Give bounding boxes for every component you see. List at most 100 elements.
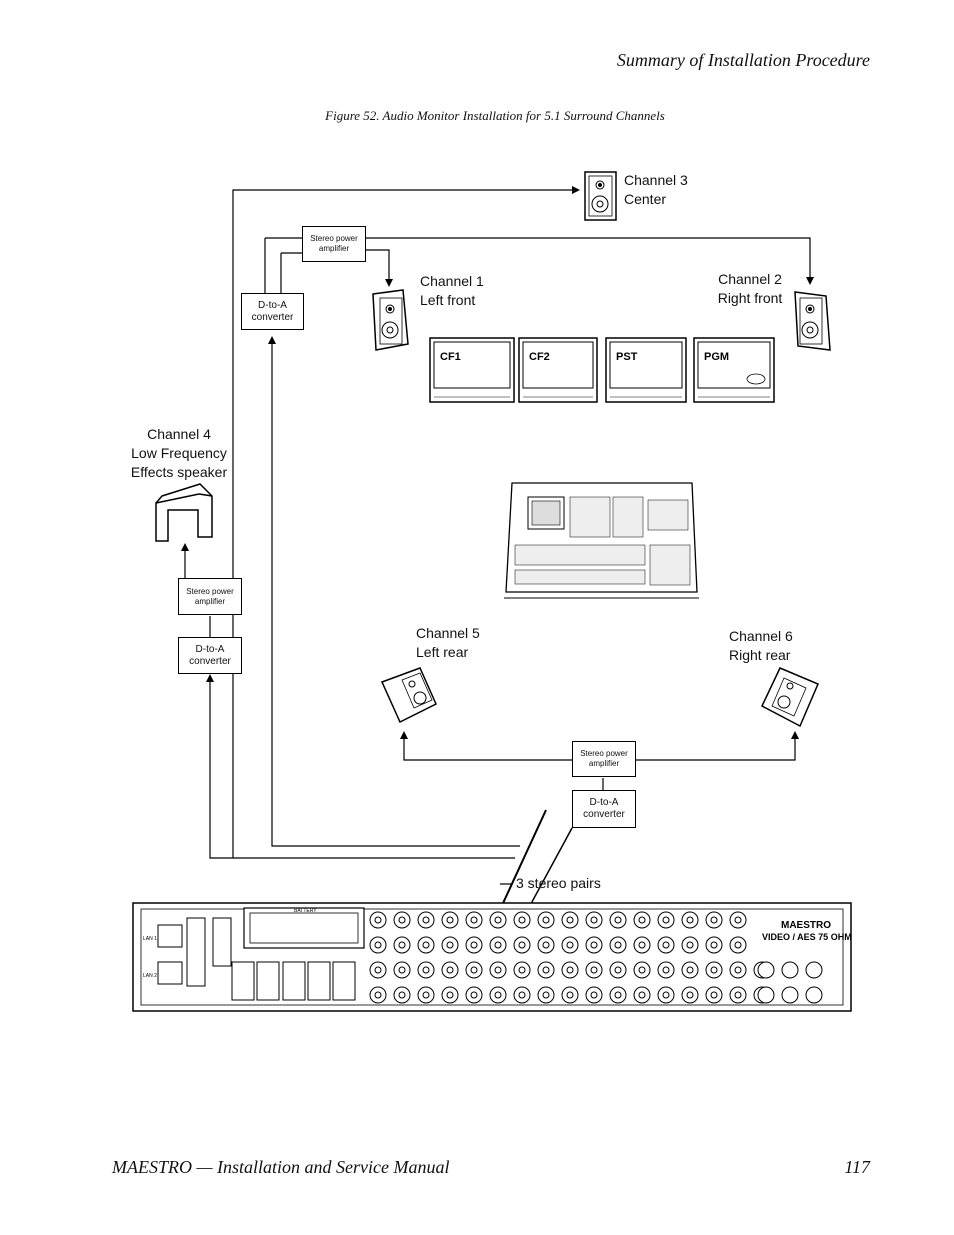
label-channel-4: Channel 4 Low Frequency Effects speaker	[130, 426, 228, 480]
bnc-connector-pin	[470, 991, 478, 999]
speaker-ch1	[372, 289, 409, 351]
bnc-connector-pin	[518, 916, 526, 924]
rear-panel-model: VIDEO / AES 75 OHM	[762, 932, 852, 942]
bnc-connector-pin	[374, 966, 382, 974]
bnc-connector-pin	[710, 991, 718, 999]
bnc-connector-pin	[422, 941, 430, 949]
wire-ch1	[366, 249, 393, 287]
bnc-connector-pin	[638, 916, 646, 924]
bnc-connector-pin	[494, 941, 502, 949]
bnc-connector-pin	[398, 966, 406, 974]
bnc-connector-pin	[734, 966, 742, 974]
bnc-connector	[805, 961, 823, 979]
bnc-connector-pin	[374, 941, 382, 949]
bnc-connector	[757, 961, 775, 979]
bnc-connector-pin	[686, 966, 694, 974]
bnc-connector-pin	[710, 916, 718, 924]
bnc-connector-pin	[542, 966, 550, 974]
bnc-connector-pin	[710, 941, 718, 949]
bnc-connector-pin	[446, 991, 454, 999]
bnc-connector-pin	[590, 916, 598, 924]
rear-panel-port-lan1: LAN 1	[143, 936, 157, 942]
wire-front-dac-feed	[268, 336, 520, 847]
wire-lfe-dac-feed	[206, 674, 515, 859]
bnc-connector-pin	[398, 941, 406, 949]
bnc-connector	[757, 986, 775, 1004]
label-channel-3: Channel 3 Center	[624, 172, 688, 207]
monitor-frames	[429, 337, 775, 403]
footer-title: MAESTRO — Installation and Service Manua…	[112, 1157, 450, 1177]
monitor-label-cf2: CF2	[529, 351, 550, 363]
bnc-connector	[781, 961, 799, 979]
wire-ch6	[636, 731, 799, 761]
bnc-connector-pin	[398, 916, 406, 924]
bnc-connector-pin	[686, 916, 694, 924]
bnc-connector-pin	[662, 916, 670, 924]
bnc-connector-pin	[638, 941, 646, 949]
bnc-connector-pin	[566, 941, 574, 949]
bnc-connector-pin	[614, 966, 622, 974]
bnc-connector-pin	[614, 991, 622, 999]
bnc-connector-pin	[542, 916, 550, 924]
speaker-ch4-lfe	[155, 483, 213, 542]
bnc-connector-pin	[662, 991, 670, 999]
label-channel-6: Channel 6 Right rear	[729, 628, 793, 663]
label-channel-2: Channel 2 Right front	[717, 271, 783, 306]
speaker-ch6	[761, 667, 819, 728]
bnc-connector-pin	[638, 966, 646, 974]
bnc-connector-pin	[518, 966, 526, 974]
wire-ch3	[232, 186, 580, 858]
bnc-connector-pin	[734, 991, 742, 999]
bnc-connector-pin	[542, 941, 550, 949]
rear-panel-battery: BATTERY	[294, 908, 317, 914]
header-title: Summary of Installation Procedure	[616, 50, 870, 70]
label-channel-1: Channel 1 Left front	[420, 273, 484, 308]
bnc-connector-pin	[614, 916, 622, 924]
bnc-connector-pin	[446, 916, 454, 924]
bnc-connector-pin	[542, 991, 550, 999]
rear-panel-brand: MAESTRO	[781, 920, 831, 931]
bnc-connector-pin	[686, 941, 694, 949]
label-channel-5: Channel 5 Left rear	[416, 625, 480, 660]
bnc-connector-pin	[590, 966, 598, 974]
bnc-connector-pin	[470, 966, 478, 974]
bnc-connector-pin	[710, 966, 718, 974]
bnc-connector-pin	[374, 991, 382, 999]
bnc-connector-pin	[590, 991, 598, 999]
bnc-connector-pin	[638, 991, 646, 999]
bnc-connector-pin	[446, 966, 454, 974]
bnc-connector-pin	[422, 916, 430, 924]
bnc-connector-pin	[494, 966, 502, 974]
bnc-connector-pin	[470, 941, 478, 949]
bnc-connector-pin	[590, 941, 598, 949]
page-number: 117	[844, 1157, 870, 1177]
bnc-connector-pin	[734, 941, 742, 949]
bnc-connector-grid	[369, 911, 823, 1004]
bnc-connector-pin	[566, 966, 574, 974]
bnc-connector-pin	[470, 916, 478, 924]
bnc-connector-pin	[494, 991, 502, 999]
label-3-stereo-pairs: 3 stereo pairs	[516, 875, 601, 891]
wire-ch2	[366, 237, 814, 285]
wire-ch5	[400, 731, 572, 761]
bnc-connector-pin	[686, 991, 694, 999]
bnc-connector-pin	[566, 916, 574, 924]
figure-caption: Figure 52. Audio Monitor Installation fo…	[325, 108, 665, 123]
bnc-connector-pin	[446, 941, 454, 949]
bnc-connector-pin	[422, 966, 430, 974]
speaker-ch5	[380, 667, 437, 724]
bnc-connector-pin	[518, 991, 526, 999]
speaker-ch2	[794, 291, 831, 351]
bnc-connector-pin	[374, 916, 382, 924]
bnc-connector-pin	[734, 916, 742, 924]
speaker-ch3	[584, 171, 617, 221]
rear-panel-port-lan2: LAN 2	[143, 973, 157, 979]
bnc-connector-pin	[398, 991, 406, 999]
bnc-connector-pin	[494, 916, 502, 924]
